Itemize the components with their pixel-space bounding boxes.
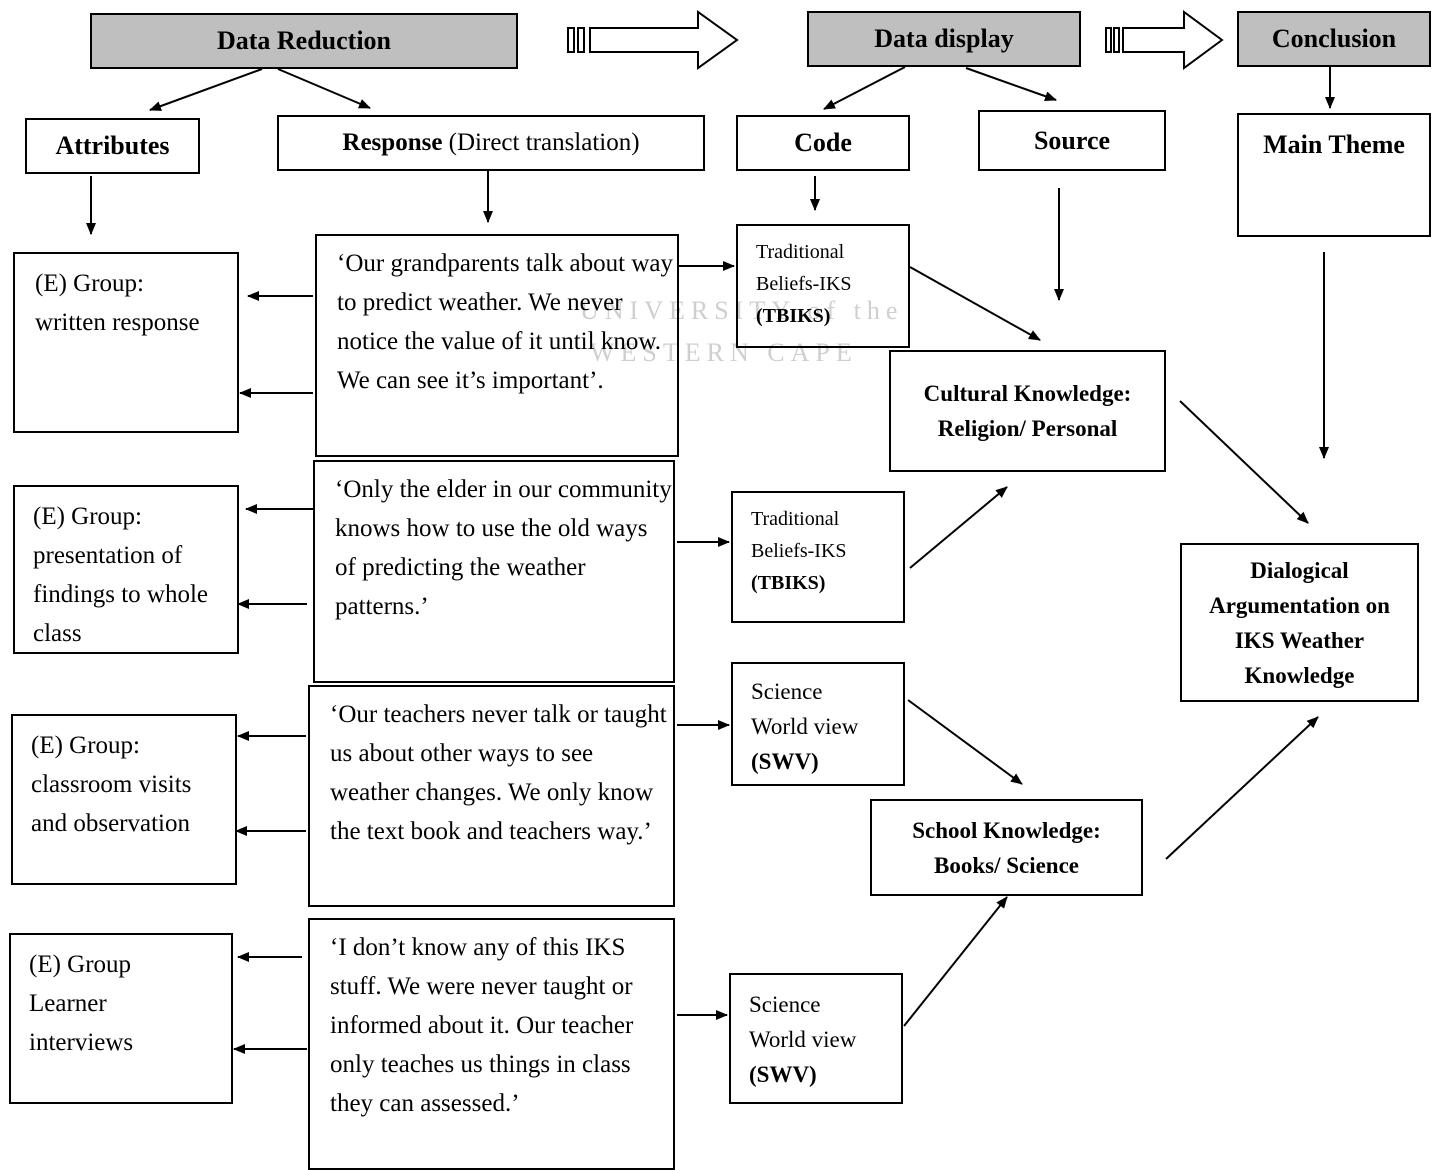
response-label-rest: (Direct translation) <box>442 129 640 156</box>
attribute-box-2: (E) Group: presentation of findings to w… <box>13 485 239 654</box>
code-box-4: Science World view (SWV) <box>729 973 903 1104</box>
response-label: Response (Direct translation) <box>277 115 705 171</box>
data-display-header: Data display <box>807 11 1081 67</box>
code-box-4-line1: Science <box>749 992 821 1017</box>
response-box-2: ‘Only the elder in our community knows h… <box>313 460 675 683</box>
code-box-1-line2: Beliefs-IKS <box>756 273 852 295</box>
code-box-2-line2: Beliefs-IKS <box>751 540 847 562</box>
code-box-1-line1: Traditional <box>756 241 845 263</box>
cultural-knowledge-box: Cultural Knowledge: Religion/ Personal <box>889 350 1166 472</box>
attribute-box-1: (E) Group: written response <box>13 252 239 433</box>
code-box-1: Traditional Beliefs-IKS (TBIKS) <box>736 224 910 348</box>
main-theme-label: Main Theme <box>1237 113 1431 237</box>
conclusion-header: Conclusion <box>1237 11 1431 67</box>
attribute-box-3: (E) Group: classroom visits and observat… <box>11 714 237 885</box>
flow-arrow-1 <box>567 10 739 70</box>
data-reduction-header: Data Reduction <box>90 13 518 69</box>
code-box-2: Traditional Beliefs-IKS (TBIKS) <box>731 491 905 623</box>
code-box-2-abbr: (TBIKS) <box>751 572 826 594</box>
watermark-line-2: WESTERN CAPE <box>590 338 858 367</box>
source-label: Source <box>978 110 1166 171</box>
dialogical-argumentation-box: Dialogical Argumentation on IKS Weather … <box>1180 543 1419 702</box>
response-box-3: ‘Our teachers never talk or taught us ab… <box>308 685 675 907</box>
flow-arrow-2 <box>1105 10 1224 70</box>
code-box-4-abbr: (SWV) <box>749 1062 817 1087</box>
response-box-1: ‘Our grandparents talk about way to pred… <box>315 234 679 457</box>
code-box-3-line1: Science <box>751 679 823 704</box>
code-box-3-line2: World view <box>751 714 859 739</box>
school-knowledge-box: School Knowledge: Books/ Science <box>870 799 1143 896</box>
attributes-label: Attributes <box>25 118 200 174</box>
code-box-1-abbr: (TBIKS) <box>756 305 831 327</box>
code-box-4-line2: World view <box>749 1027 857 1052</box>
code-box-3-abbr: (SWV) <box>751 749 819 774</box>
code-box-2-line1: Traditional <box>751 508 840 530</box>
code-label: Code <box>736 115 910 171</box>
attribute-box-4: (E) Group Learner interviews <box>9 933 233 1104</box>
code-box-3: Science World view (SWV) <box>731 662 905 786</box>
watermark-line-1: UNIVERSITY of the <box>580 296 904 325</box>
response-label-bold: Response <box>342 129 443 156</box>
